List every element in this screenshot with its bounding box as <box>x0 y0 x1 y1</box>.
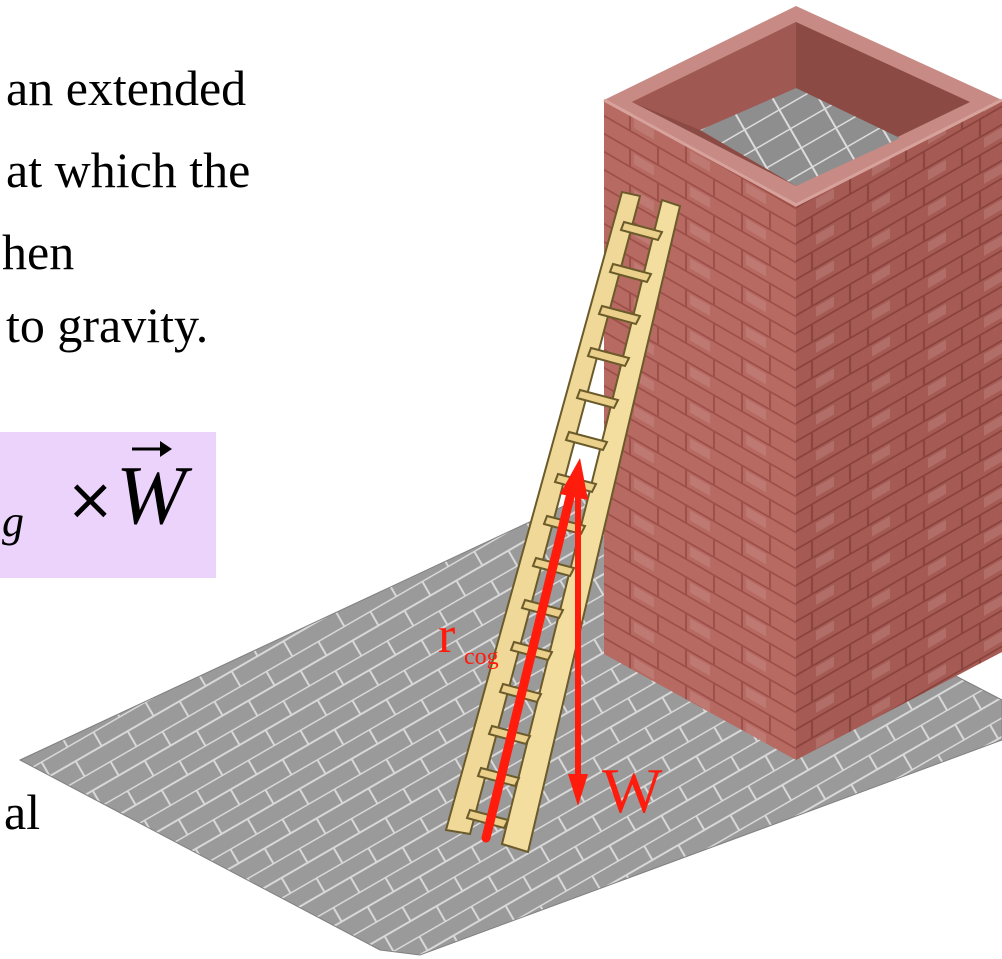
vector-arrow-icon <box>132 441 172 457</box>
ladder <box>444 190 682 854</box>
text-line-1: an extended <box>6 60 247 116</box>
formula-subscript: g <box>2 497 24 546</box>
r-cog-label: r <box>438 607 455 664</box>
tower-inner-floor <box>700 88 900 186</box>
text-line-2: at which the <box>6 142 251 198</box>
text-line-3: hen <box>2 224 75 280</box>
formula-box <box>0 432 216 578</box>
text-line-5: al <box>4 784 41 840</box>
tower-right-face <box>796 100 1002 760</box>
weight-label: W <box>602 755 663 826</box>
weight-vector <box>568 480 588 806</box>
text-line-4: to gravity. <box>6 297 209 353</box>
formula-vector-w: W <box>116 449 186 542</box>
r-cog-subscript: cog <box>464 644 499 670</box>
formula-cross-operator: × <box>66 465 115 533</box>
